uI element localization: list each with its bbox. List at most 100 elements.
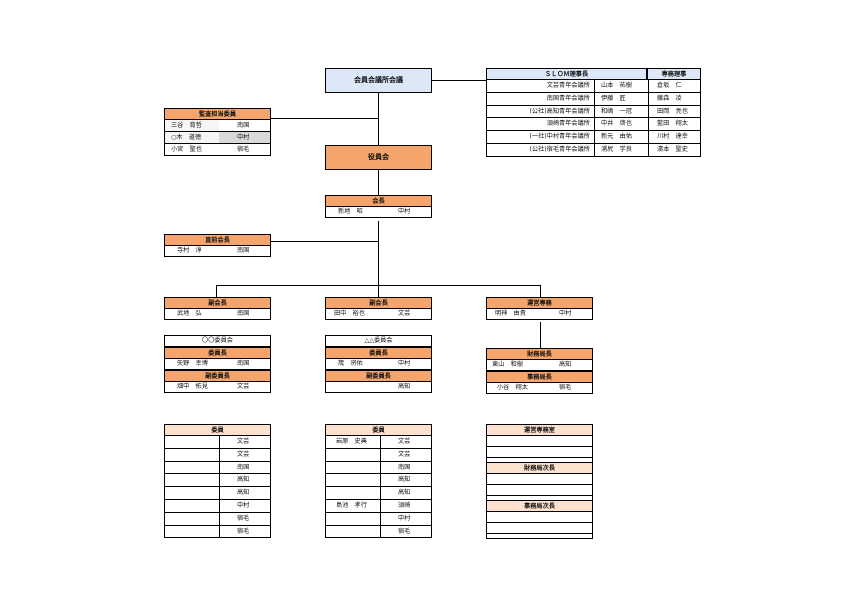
line-president-to-tree [378,221,380,285]
col3-treasurer-title: 財務局長 [486,348,593,360]
line-advisor [270,241,378,243]
jc-org: (一社)中村青年会議所 [529,133,590,141]
auditor-name: 三谷 育哲 [171,122,202,129]
member-row: 宿毛 [164,525,271,539]
member-org: 文芸 [237,438,250,445]
member-row: 中村 [325,512,432,526]
member-org: 中村 [398,514,411,522]
jc-header-right: 専務理事 [647,68,701,80]
jc-person-director: 藍田 翔太 [657,120,688,128]
col3-treasurer-org: 高知 [559,361,572,368]
member-org: 高知 [398,489,411,497]
col1-vice-org: 文芸 [237,383,250,390]
col3-office-org: 宿毛 [559,384,572,391]
col2-vp-org: 文芸 [398,310,411,317]
col3-staff2-title: 財務局次長 [486,462,593,474]
col1-committee: 〇〇委員会 [202,337,233,344]
col3-staff1-row [486,447,593,458]
jc-person-president: 伊藤 匠 [601,94,626,102]
advisor-name: 寺村 淳 [177,247,202,254]
col1-vp-name: 武地 弘 [177,310,202,317]
col3-staff1-title: 運営専務室 [486,424,593,436]
member-row: 南国 [164,461,271,475]
member-org: 高知 [237,476,250,484]
col1-chair-name: 矢野 幸博 [177,360,208,367]
advisor-title: 直前会長 [164,234,271,246]
col2-chair-org: 中村 [398,360,411,367]
jc-table-row: (公社)高知青年会議所 和嶋 一冠 田岡 亮也 [486,105,701,119]
member-row: 文芸 [325,448,432,462]
member-conference-box: 会員会議所会議 [325,68,432,93]
president-name: 新地 昭 [338,208,363,215]
jc-org: (公社)高知青年会議所 [529,107,590,115]
col2-chair-name: 筬 将佑 [338,360,363,367]
col3-staff3-title: 事務局次長 [486,500,593,512]
member-org: 中村 [237,502,250,509]
jc-table-row: 須崎青年会議所 中井 啓也 藍田 翔太 [486,118,701,132]
member-org: 文芸 [398,450,411,458]
president-org: 中村 [398,208,411,215]
auditor-org: 中村 [237,134,250,141]
col3-staff2-row [486,485,593,496]
jc-person-director: 倉坂 仁 [657,82,682,89]
jc-person-director: 川村 達幸 [657,133,688,141]
member-row: 宿毛 [325,525,432,539]
auditors-title: 監査担当委員 [164,108,271,120]
member-org: 宿毛 [398,527,411,535]
jc-header-left: ＳＬＯＭ理事長 [486,68,647,80]
col1-chair-title: 委員長 [164,347,271,359]
auditor-row: 三谷 育哲南国 [164,120,271,132]
col3-sec-name: 明神 由貴 [495,310,526,317]
col3-treasurer-name: 東山 和樹 [492,361,523,368]
president-title: 会長 [325,195,432,207]
jc-org: 文芸青年会議所 [546,82,590,89]
jc-org: 須崎青年会議所 [546,120,590,128]
jc-person-president: 山本 祐樹 [601,82,632,89]
col3-staff3-row [486,512,593,523]
member-org: 文芸 [398,438,411,445]
member-row: 高知 [164,474,271,488]
col3-staff3-row [486,523,593,534]
member-org: 南国 [237,463,250,471]
board-box: 役員会 [325,145,432,170]
member-row: 南国 [325,461,432,475]
col1-vp-org: 南国 [237,310,250,317]
col3-staff3-row [486,534,593,539]
jc-person-director: 藤森 凌 [657,94,682,102]
auditor-org: 宿毛 [237,146,250,153]
col3-office-name: 小谷 翔太 [497,384,528,391]
col2-vice-org: 高知 [398,383,411,390]
jc-person-director: 濱本 聖史 [657,146,688,153]
line-branch-col2 [378,285,380,297]
line-auditors [270,118,378,120]
jc-table-row: (公社)宿毛青年会議所浦尻 学良濱本 聖史 [486,144,701,157]
advisor-org: 南国 [237,247,250,254]
col1-chair-org: 南国 [237,360,250,367]
jc-person-president: 和嶋 一冠 [601,107,632,115]
line-branch-col3 [540,285,542,297]
col2-chair-title: 委員長 [325,347,432,359]
col2-vp-name: 田中 裕也 [334,310,365,317]
member-row: 高知 [325,474,432,488]
line-top-to-board [378,93,380,145]
col3-office-title: 事務局長 [486,371,593,383]
member-row: 高知 [325,487,432,500]
jc-person-president: 浦尻 学良 [601,146,632,153]
auditor-row: ○木 道徳中村 [164,132,271,144]
col3-sec-org: 中村 [559,310,572,317]
member-org: 高知 [237,489,250,497]
line-branch-col1 [216,285,218,297]
jc-person-director: 田岡 亮也 [657,107,688,115]
member-row: 中村 [164,500,271,513]
member-row: 文芸 [164,436,271,449]
line-board-to-president [378,170,380,195]
col3-sec-title: 運営専務 [486,297,593,309]
col2-members-title: 委員 [325,424,432,436]
jc-person-president: 中井 啓也 [601,120,632,128]
auditor-name: 小宮 聖也 [171,146,202,153]
line-top-to-jc [432,80,486,82]
member-row: 岩原 史典文芸 [325,436,432,449]
jc-org: 南国青年会議所 [546,94,590,102]
member-org: 高知 [398,476,411,484]
col1-vice-name: 畑中 拓見 [177,383,208,390]
